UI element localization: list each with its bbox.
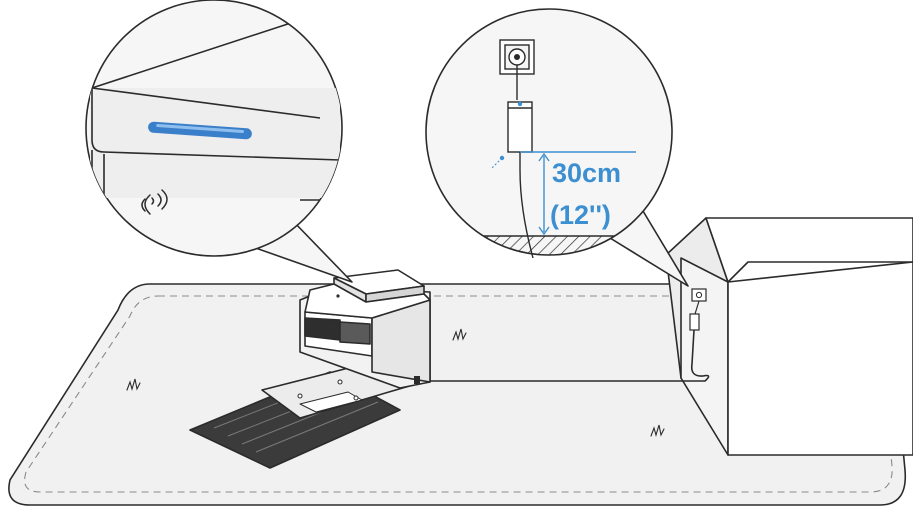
power-adapter-icon: [507, 101, 533, 153]
height-measurement: [520, 151, 636, 236]
zoom-callout-socket-height: 30cm (12''): [425, 8, 689, 287]
grass-tuft-icon: [126, 378, 141, 391]
grass-tuft-icon: [452, 328, 467, 341]
height-label: 30cm: [552, 158, 621, 188]
grass-tuft-icon: [650, 424, 665, 437]
charging-dock: [189, 269, 431, 469]
power-outlet-icon: [691, 288, 707, 302]
power-adapter-icon: [689, 313, 700, 331]
house-outlet: [430, 288, 710, 382]
height-label-imperial: (12''): [550, 200, 611, 230]
house: [665, 217, 913, 456]
power-cable: [430, 329, 710, 382]
zoom-callout-dock-light: [85, 0, 353, 283]
wifi-signal-icon: [141, 189, 168, 215]
